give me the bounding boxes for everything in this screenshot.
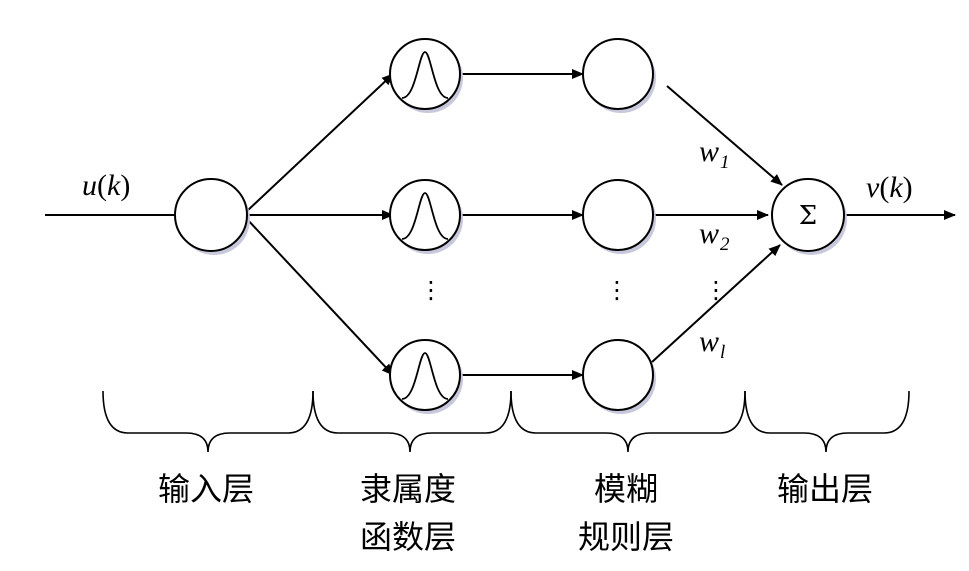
layer-label-membership-line2: 函数层 [360,518,456,556]
weight-label-2: w2 [699,217,730,255]
summation-node: Σ [771,178,847,255]
brace-rule-layer [510,390,746,453]
svg-text:wl: wl [699,325,725,363]
rule-node-2 [582,179,656,254]
svg-text:u(k): u(k) [82,169,130,202]
layer-label-membership-line1: 隶属度 [360,470,456,508]
brace-output-layer [744,390,910,453]
membership-node-1 [389,38,463,113]
membership-node-l [389,339,463,414]
gaussian-curve-icon [401,352,449,400]
layer-label-rule-line1: 模糊 [594,470,658,508]
ellipsis-membership: ⋮ [419,276,443,304]
gaussian-curve-icon [401,51,449,99]
brace-membership-layer [312,390,512,453]
brace-input-layer [102,390,314,453]
edge-input-to-mf1 [245,73,394,213]
ellipsis-weights: ⋮ [704,276,728,304]
svg-text:w1: w1 [699,135,730,173]
ellipsis-rule: ⋮ [605,276,629,304]
input-node [174,178,250,255]
svg-text:v(k): v(k) [866,171,913,204]
weight-label-l: wl [699,325,725,363]
gaussian-curve-icon [401,192,449,240]
output-signal-label: v(k) [866,171,913,204]
rule-node-1 [582,38,656,113]
weight-label-1: w1 [699,135,730,173]
input-signal-label: u(k) [82,169,130,202]
edge-rulel-to-sum [651,244,781,363]
membership-node-2 [389,179,463,254]
edge-rule1-to-sum [666,85,783,186]
summation-symbol: Σ [799,201,817,231]
edge-input-to-mfl [245,217,394,376]
rule-node-l [582,339,656,414]
layer-label-input: 输入层 [158,470,254,508]
layer-label-rule-line2: 规则层 [578,518,674,556]
svg-text:w2: w2 [699,217,730,255]
layer-label-output: 输出层 [777,470,873,508]
